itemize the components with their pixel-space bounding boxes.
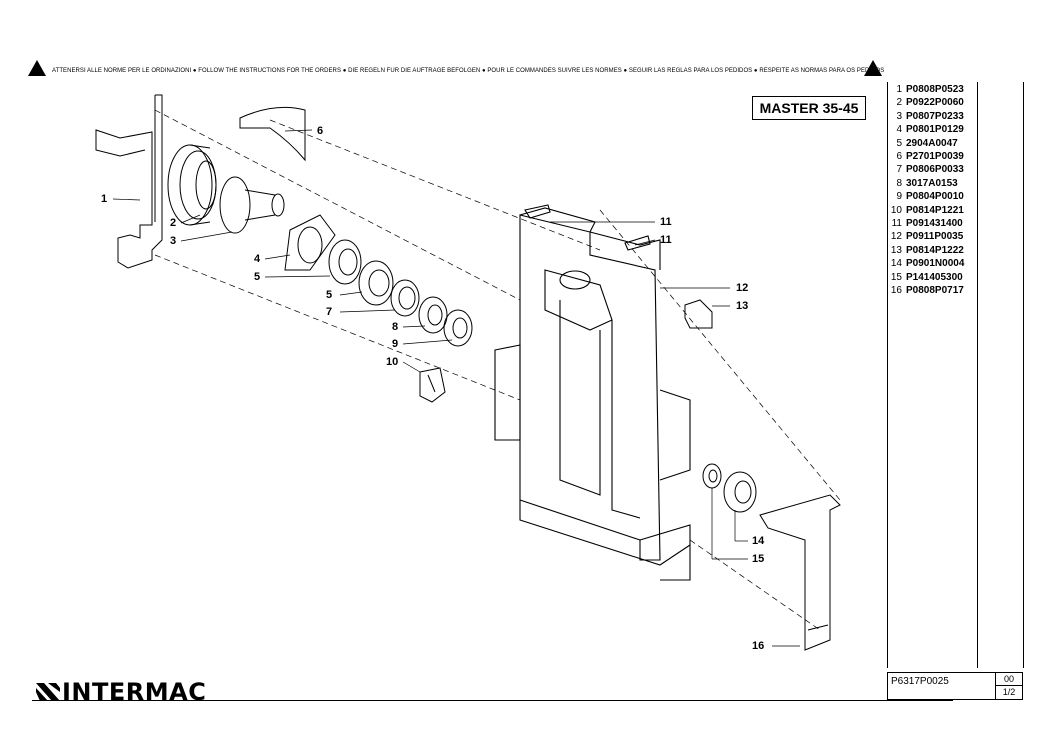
parts-list-row: 7 P0806P0033	[888, 163, 964, 176]
part-number: 9	[896, 191, 902, 203]
parts-list-row: 11 P091431400	[888, 217, 963, 230]
callout-label: 13	[736, 300, 749, 312]
sheet-number: 1/2	[1002, 687, 1016, 697]
part-number: 2	[896, 97, 902, 109]
part-number: 1	[896, 84, 902, 95]
part-code: P0922P0060	[906, 97, 964, 109]
parts-list: 1 P0808P0523 2 P0922P0060 3 P0807P0233 4 P0801P…	[887, 82, 1024, 668]
parts-list-row: 13 P0814P1222	[888, 244, 964, 257]
part-code: P2701P0039	[906, 151, 964, 162]
brand-logo: INTERMAC	[62, 678, 207, 706]
parts-list-row: 4 P0801P0129	[888, 123, 964, 136]
part-code: P0808P0717	[906, 285, 964, 296]
part-code: P0901N0004	[906, 258, 965, 270]
part-code: P0801P0129	[906, 124, 964, 136]
callout-label: 12	[736, 282, 749, 294]
ring-part	[418, 296, 448, 334]
part-code: P141405300	[906, 271, 963, 283]
parts-list-row: 14 P0901N0004	[888, 257, 965, 270]
callout-label: 10	[386, 356, 399, 368]
revision-box: 00 1/2	[995, 673, 1022, 699]
callout-label: 8	[392, 321, 399, 333]
callout-label: 11	[660, 216, 672, 228]
part-code: P0804P0010	[906, 191, 964, 203]
part-code: P0806P0033	[906, 164, 964, 176]
main-frame-part	[494, 204, 691, 581]
callout-label: 7	[326, 306, 333, 318]
callout-label: 11	[660, 234, 672, 246]
model-title: MASTER 35-45	[752, 96, 866, 120]
parts-list-row: 1 P0808P0523	[888, 83, 964, 96]
part-number: 4	[896, 124, 902, 136]
bearing-part	[328, 239, 362, 285]
callout-label: 9	[392, 338, 399, 350]
part-code: P0814P1221	[906, 204, 964, 216]
parts-list-row: 9 P0804P0010	[888, 190, 964, 203]
part-number: 15	[890, 271, 902, 283]
shaft-part	[219, 176, 285, 234]
part-number: 7	[896, 164, 902, 176]
parts-list-row: 3 P0807P0233	[888, 110, 964, 123]
ring-part	[390, 279, 420, 317]
callout-label: 6	[317, 125, 324, 137]
callout-label: 5	[254, 271, 261, 283]
callout-label: 16	[752, 640, 765, 652]
parts-list-row: 12 P0911P0035	[888, 230, 963, 243]
drawing-code-box: P6317P0025 00 1/2	[887, 672, 1023, 700]
part-code: 2904A0047	[906, 137, 958, 149]
small-bracket-part	[419, 367, 446, 403]
part-code: 3017A0153	[906, 177, 958, 189]
parts-list-row: 6 P2701P0039	[888, 150, 964, 163]
brand-stripes-icon	[36, 683, 60, 701]
parts-list-row: 5 2904A0047	[888, 137, 958, 150]
flange-part	[284, 214, 336, 271]
parts-list-row: 8 3017A0153	[888, 177, 958, 190]
callout-label: 1	[101, 193, 108, 205]
bushing-part	[702, 463, 722, 489]
part-number: 6	[896, 151, 902, 162]
part-number: 12	[890, 231, 902, 243]
gear-part	[167, 144, 217, 226]
part-number: 14	[890, 258, 902, 270]
parts-list-row: 2 P0922P0060	[888, 96, 964, 109]
assembly-axis-lines	[154, 109, 841, 631]
part-number: 10	[890, 204, 902, 216]
parts-list-row: 15 P141405300	[888, 271, 963, 284]
part-number: 8	[896, 177, 902, 189]
revision: 00	[996, 673, 1022, 686]
callout-label: 4	[254, 253, 261, 265]
part-code: P091431400	[906, 218, 963, 229]
callout-label: 2	[170, 217, 177, 229]
part-number: 5	[896, 137, 902, 149]
half-ring-part	[239, 106, 306, 162]
left-bracket-part	[95, 94, 163, 269]
drawing-code: P6317P0025	[891, 676, 949, 687]
right-bracket-part	[759, 494, 841, 651]
nut-part	[443, 309, 473, 347]
order-instructions: ATTENERSI ALLE NORME PER LE ORDINAZIONI …	[52, 68, 885, 74]
side-plate-part	[684, 299, 713, 329]
warning-icon	[864, 60, 882, 76]
collar-part	[723, 471, 757, 513]
bottom-rule	[32, 700, 953, 701]
part-number: 11	[891, 218, 902, 229]
callout-label: 3	[170, 235, 177, 247]
part-code: P0807P0233	[906, 110, 964, 122]
parts-list-row: 16 P0808P0717	[888, 284, 964, 297]
callout-label: 15	[752, 553, 765, 565]
part-number: 16	[890, 285, 902, 296]
parts-list-row: 10 P0814P1221	[888, 204, 964, 217]
part-code: P0808P0523	[906, 84, 964, 95]
leader-lines	[112, 129, 800, 647]
warning-icon	[28, 60, 46, 76]
part-number: 13	[890, 244, 902, 256]
callout-label: 14	[752, 535, 765, 547]
part-number: 3	[896, 110, 902, 122]
part-code: P0911P0035	[906, 231, 964, 243]
part-code: P0814P1222	[906, 244, 964, 256]
callout-label: 5	[326, 289, 333, 301]
bearing-part	[358, 260, 394, 306]
